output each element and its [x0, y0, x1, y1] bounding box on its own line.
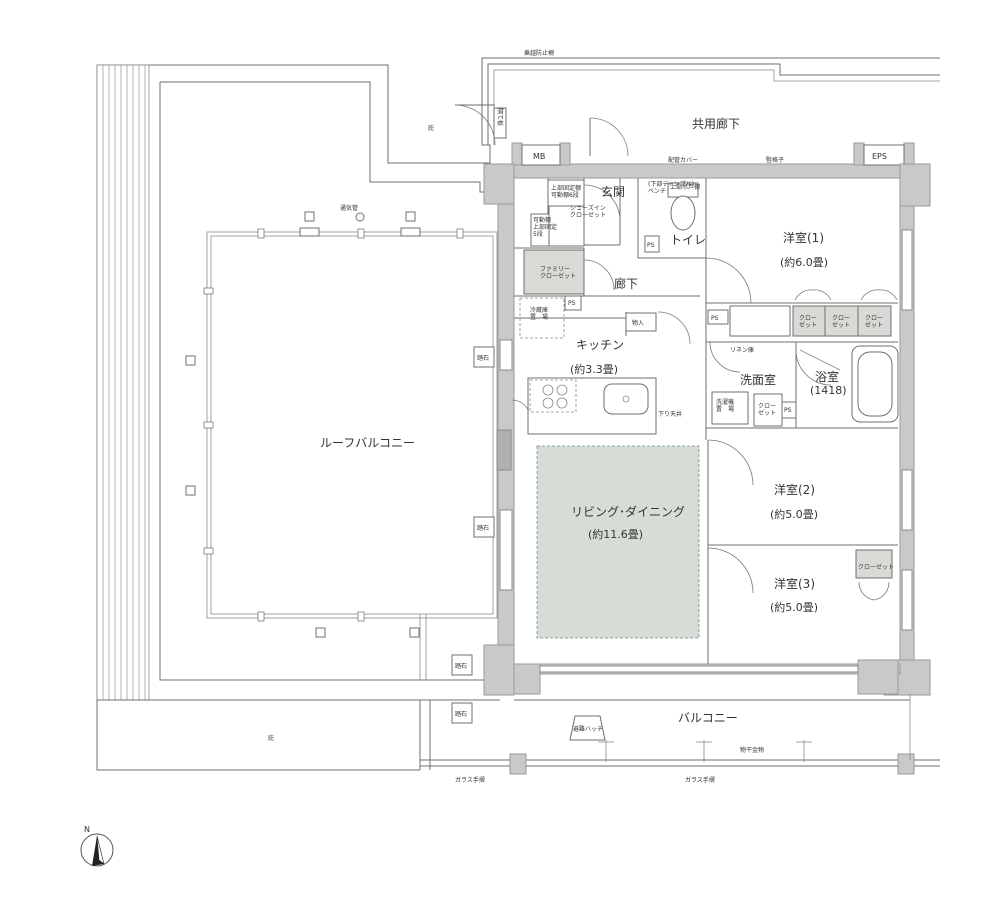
label-ldk-area: (約11.6畳) — [588, 527, 643, 541]
label-laundry-rail: 物干金物 — [740, 746, 764, 754]
label-pipe-cover: 配管カバー — [668, 156, 698, 164]
ldk-floor — [536, 445, 700, 639]
label-toilet: トイレ — [670, 233, 706, 247]
label-bench: (下部ディンプル)ベンチ — [648, 180, 694, 195]
label-ps2: PS — [568, 300, 576, 307]
label-stepping4: 踏石 — [455, 710, 467, 718]
label-balcony: バルコニー — [678, 711, 738, 725]
label-washroom: 洗面室 — [740, 372, 776, 387]
stepping-stones — [451, 346, 495, 724]
label-bath-size: (1418) — [810, 384, 847, 397]
pergola-frame — [185, 211, 498, 680]
label-room3-area: (約5.0畳) — [770, 600, 818, 614]
label-ps1: PS — [647, 242, 655, 249]
compass-icon — [80, 833, 114, 867]
label-storage: 物入 — [632, 319, 644, 327]
label-room2-area: (約5.0畳) — [770, 507, 818, 521]
label-roof-balcony: ルーフバルコニー — [320, 436, 415, 450]
label-garden-bottom: 庇 — [268, 734, 274, 742]
label-stepping1: 踏石 — [477, 354, 489, 362]
label-bath: 浴室 — [815, 369, 839, 384]
label-partition: 隔て板 — [496, 108, 504, 126]
label-closet-a: クローゼット — [799, 315, 817, 329]
label-lowered-ceiling: 下り天井 — [658, 410, 682, 418]
label-common-corridor: 共用廊下 — [692, 116, 740, 131]
label-mb: MB — [533, 152, 545, 161]
label-glass-rail2: ガラス手摺 — [685, 776, 715, 784]
apartment-walls — [483, 142, 931, 696]
label-closet-room3: クローゼット — [858, 563, 894, 571]
label-gate: 竪格子 — [766, 156, 784, 164]
label-ldk: リビング･ダイニング — [571, 504, 685, 519]
label-closet-c: クローゼット — [865, 315, 883, 329]
label-closet-b: クローゼット — [832, 315, 850, 329]
kitchen-counter — [527, 377, 657, 435]
label-family-closet: ファミリークローゼット — [540, 266, 576, 280]
closets — [519, 179, 899, 601]
label-room3: 洋室(3) — [774, 576, 815, 591]
label-fridge: 冷蔵庫置 場 — [530, 306, 548, 321]
roof-edge-strip — [96, 64, 150, 701]
label-hallway: 廊下 — [614, 276, 638, 291]
label-room1-area: (約6.0畳) — [780, 255, 828, 269]
label-washer: 洗濯機置 場 — [716, 398, 734, 413]
label-kitchen-area: (約3.3畳) — [570, 362, 618, 376]
roof-balcony-frame — [96, 64, 501, 771]
label-anti-climb-fence: 乗越防止柵 — [524, 49, 554, 57]
label-movable-shelf1: 上部固定棚可動棚6段 — [551, 184, 581, 199]
label-glass-rail1: ガラス手摺 — [455, 776, 485, 784]
label-shoe-in-closet: シューズインクローゼット — [570, 204, 606, 219]
label-eps: EPS — [872, 152, 887, 161]
mb-box — [521, 144, 561, 166]
label-linen: リネン庫 — [730, 346, 754, 354]
eps-box — [863, 144, 905, 166]
vent-pipe-posts — [185, 211, 421, 638]
toilet-fixture — [667, 182, 699, 231]
balcony-frame — [420, 694, 940, 775]
label-closet-wash: クローゼット — [758, 403, 776, 417]
label-evac-hatch: 避難ハッチ — [573, 725, 603, 733]
labels: 共用廊下 乗越防止柵 竪格子 隔て板 MB EPS 玄関 シューズインクローゼッ… — [84, 49, 894, 834]
label-entrance: 玄関 — [601, 184, 625, 199]
label-vent-pipe: 通気管 — [340, 204, 358, 212]
label-upper-shelf: 上部吊戸棚 — [670, 183, 700, 191]
roof-edge-hatching — [102, 65, 146, 700]
label-room1: 洋室(1) — [783, 230, 824, 245]
common-corridor — [454, 57, 940, 157]
label-garden-top: 庇 — [428, 124, 434, 132]
label-kitchen: キッチン — [576, 338, 624, 352]
label-stepping2: 踏石 — [477, 524, 489, 532]
label-stepping3: 踏石 — [455, 662, 467, 670]
label-ps4: PS — [784, 407, 792, 414]
label-compass-n: N — [84, 825, 90, 834]
door-swings — [511, 184, 832, 594]
label-room2: 洋室(2) — [774, 482, 815, 497]
label-ps3: PS — [711, 315, 719, 322]
